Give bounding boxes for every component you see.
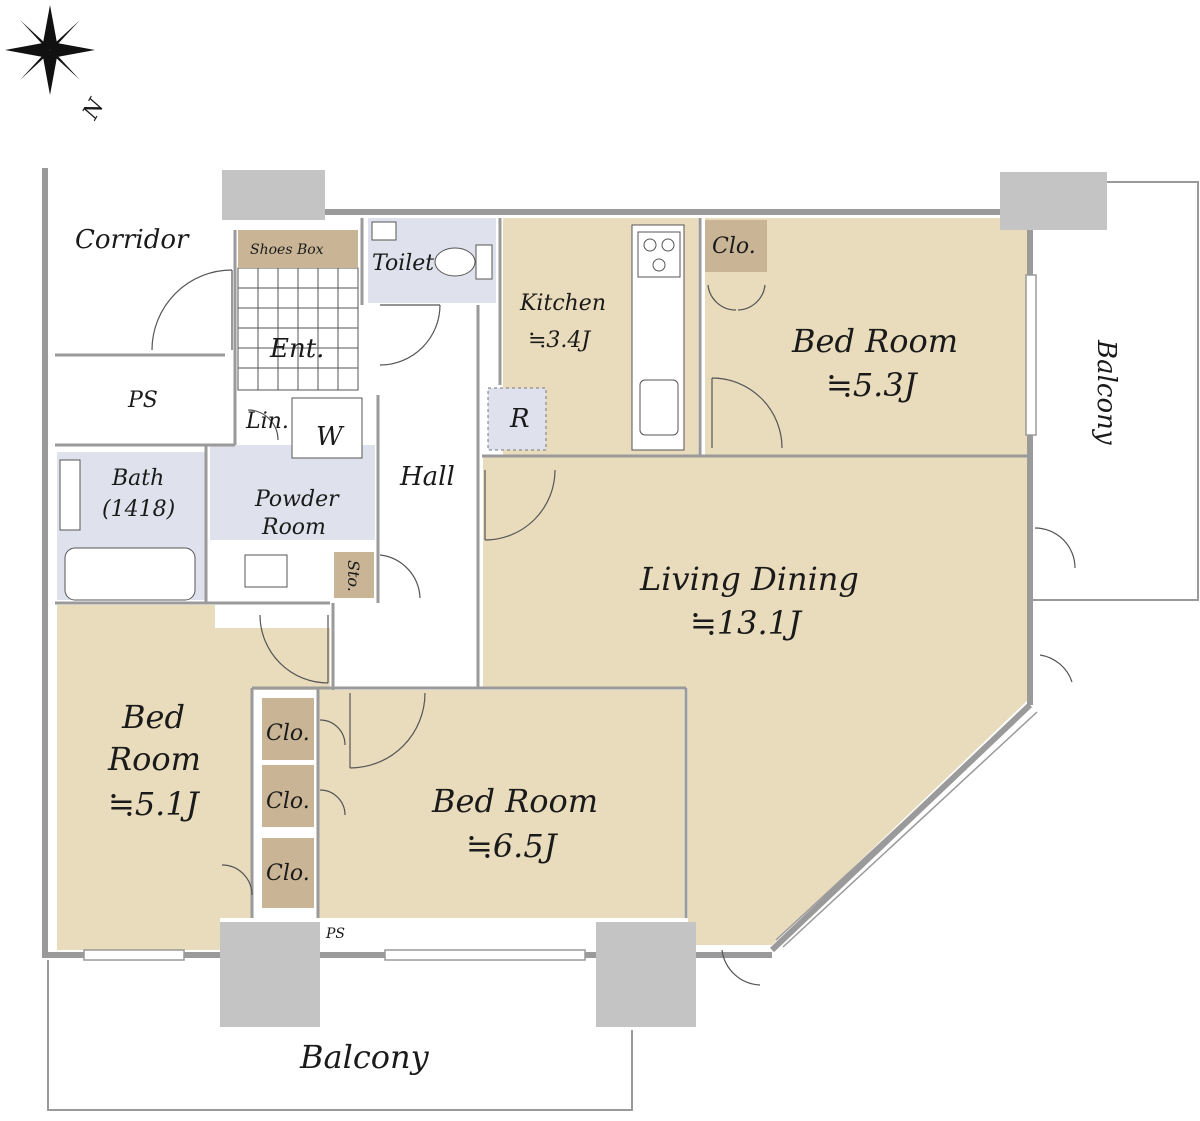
- bedroom-w-area: [57, 605, 330, 950]
- powder-room-label-1: Powder: [254, 487, 340, 512]
- toilet-label: Toilet: [372, 251, 434, 276]
- bed-w-label-2: Room: [107, 740, 201, 778]
- storage-box: [334, 552, 374, 598]
- closet-1-label: Clo.: [266, 721, 310, 746]
- bed-w-label-1: Bed: [121, 698, 185, 736]
- living-dining-size-label: ≒13.1J: [690, 604, 803, 642]
- bathtub-icon: [64, 547, 196, 601]
- storage-label: Sto.: [344, 560, 363, 592]
- powder-room-area: [210, 445, 375, 540]
- ps-top-label: PS: [127, 388, 158, 413]
- bath-label: Bath: [111, 466, 164, 491]
- closet-2: [262, 765, 314, 827]
- interior-walls: [55, 218, 1028, 918]
- closet-top-label: Clo.: [712, 234, 756, 259]
- kitchen-size-label: ≒3.4J: [528, 328, 591, 353]
- toilet-basin-icon: [371, 221, 397, 241]
- pillar-top-left: [222, 170, 325, 220]
- door-swings: [151, 269, 1076, 986]
- compass-rose-icon: N: [5, 5, 110, 125]
- washer-label: W: [316, 422, 345, 452]
- refrigerator-space: [487, 387, 547, 451]
- toilet-bowl-icon: [434, 247, 476, 277]
- balcony-outlines: [47, 181, 1199, 1111]
- sink-icon: [639, 379, 679, 436]
- entrance-tile-grid: [238, 268, 358, 390]
- bed-ne-size-label: ≒5.3J: [826, 366, 919, 404]
- hall-label: Hall: [399, 462, 455, 492]
- stove-icon: [637, 231, 681, 278]
- pillar-top-right: [1000, 172, 1107, 230]
- living-dining-area: [483, 456, 1028, 945]
- ps-bottom-label: PS: [325, 926, 345, 942]
- pillar-bottom-left: [220, 922, 320, 1027]
- bedroom-s-area: [318, 690, 684, 918]
- bath-size-label: (1418): [102, 497, 175, 522]
- pillars: [220, 170, 1107, 1027]
- north-label: N: [78, 94, 110, 125]
- washbasin-icon: [244, 554, 288, 588]
- bed-ne-label: Bed Room: [791, 322, 958, 360]
- balcony-bottom-label: Balcony: [299, 1038, 430, 1076]
- bath-shelf: [59, 459, 81, 531]
- living-dining-label: Living Dining: [639, 560, 859, 598]
- windows: [83, 274, 1038, 961]
- shoes-box-label: Shoes Box: [250, 242, 324, 258]
- closet-top: [705, 220, 767, 272]
- refrigerator-label: R: [509, 404, 530, 434]
- bed-s-size-label: ≒6.5J: [466, 827, 559, 865]
- closet-3: [262, 838, 314, 908]
- washer-box: [291, 397, 363, 459]
- bed-w-size-label: ≒5.1J: [108, 785, 201, 823]
- shoes-box: [238, 230, 358, 268]
- kitchen-label: Kitchen: [519, 291, 606, 316]
- closet-3-label: Clo.: [266, 861, 310, 886]
- closet-2-label: Clo.: [266, 789, 310, 814]
- pillar-bottom-right: [596, 922, 696, 1027]
- closet-1: [262, 698, 314, 760]
- bed-s-label: Bed Room: [431, 782, 598, 820]
- entrance-label: Ent.: [269, 334, 324, 364]
- corridor-label: Corridor: [75, 225, 190, 255]
- linen-label: Lin.: [245, 409, 289, 434]
- balcony-right-label: Balcony: [1091, 339, 1121, 445]
- powder-room-label-2: Room: [261, 515, 326, 540]
